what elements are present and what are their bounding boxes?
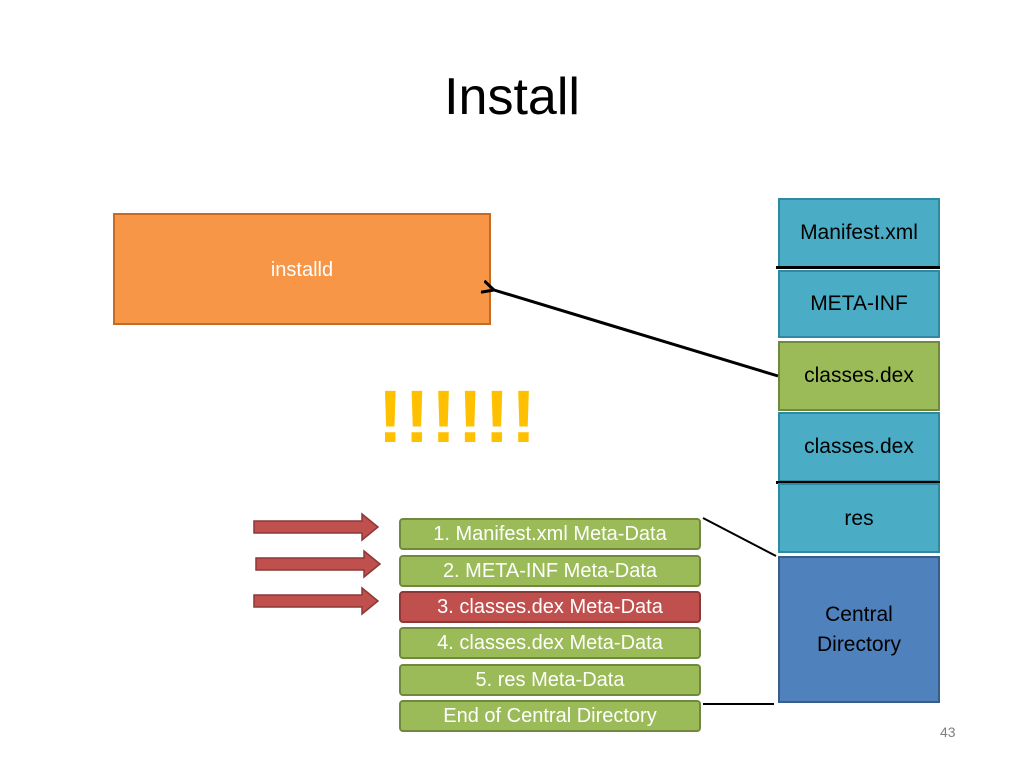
apk-separator (776, 481, 940, 484)
apk-classes-dex-label: classes.dex (804, 435, 914, 458)
metadata-item-manifest: 1. Manifest.xml Meta-Data (399, 518, 701, 550)
central-directory-line-1: Central (825, 602, 893, 626)
red-pointer-arrow (253, 586, 380, 616)
apk-separator (776, 266, 940, 269)
apk-res-block: res (778, 483, 940, 553)
central-directory-top-connector (702, 517, 777, 557)
exclamation-marks: !!!!!! (378, 375, 538, 458)
red-pointer-arrow (253, 512, 380, 542)
apk-manifest-label: Manifest.xml (800, 221, 918, 244)
apk-metainf-block: META-INF (778, 270, 940, 338)
apk-classes-dex-block: classes.dex (778, 412, 940, 482)
apk-classes-dex-block-highlighted: classes.dex (778, 341, 940, 411)
installd-label: installd (270, 259, 334, 281)
apk-manifest-block: Manifest.xml (778, 198, 940, 268)
metadata-item-metainf: 2. META-INF Meta-Data (399, 555, 701, 587)
apk-res-label: res (844, 507, 874, 530)
apk-classes-dex-label: classes.dex (804, 364, 914, 387)
metadata-item-res: 5. res Meta-Data (399, 664, 701, 696)
red-pointer-arrow (255, 549, 382, 579)
slide-title: Install (444, 68, 580, 126)
page-number: 43 (940, 724, 956, 740)
apk-central-directory-block: Central Directory (778, 556, 940, 703)
apk-metainf-label: META-INF (810, 292, 908, 315)
metadata-item-end-of-central-directory: End of Central Directory (399, 700, 701, 732)
central-directory-line-2: Directory (816, 632, 901, 656)
metadata-item-classes-dex-highlighted: 3. classes.dex Meta-Data (399, 591, 701, 623)
metadata-item-classes-dex: 4. classes.dex Meta-Data (399, 627, 701, 659)
dex-to-installd-arrow (494, 290, 779, 378)
installd-box: installd (113, 213, 491, 325)
